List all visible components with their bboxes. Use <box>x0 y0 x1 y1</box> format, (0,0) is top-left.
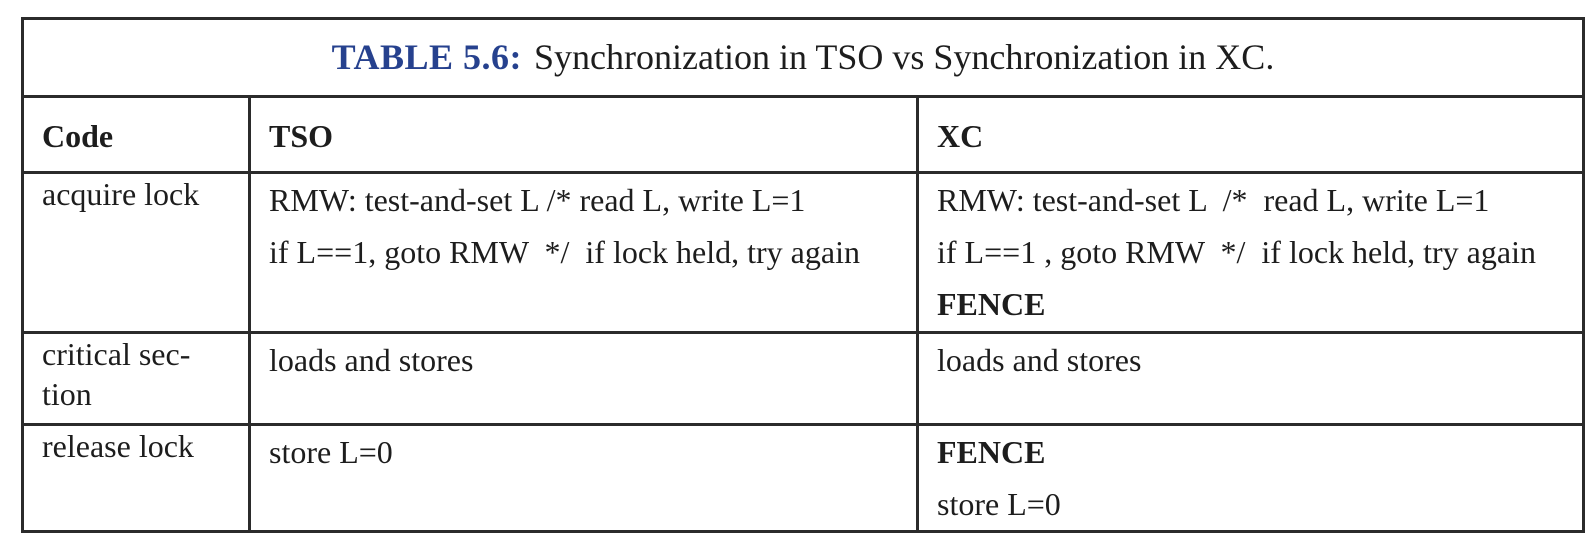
code-line: critical sec- <box>42 336 191 372</box>
fence-line: FENCE <box>937 434 1046 470</box>
code-line: RMW: test-and-set L /* read L, write L=1 <box>937 182 1490 218</box>
row-critical-section: critical sec- tion loads and stores load… <box>21 331 1585 426</box>
code-line: if L==1, goto RMW */ if lock held, try a… <box>269 234 860 270</box>
row-acquire-lock: acquire lock RMW: test-and-set L /* read… <box>21 171 1585 334</box>
cell-acquire-xc: RMW: test-and-set L /* read L, write L=1… <box>916 171 1585 334</box>
code-line: tion <box>42 376 92 412</box>
cell-critical-label: critical sec- tion <box>21 331 251 426</box>
code-line: RMW: test-and-set L /* read L, write L=1 <box>269 182 806 218</box>
cell-acquire-label: acquire lock <box>21 171 251 334</box>
table-header-row: Code TSO XC <box>21 95 1585 174</box>
table-title-row: TABLE 5.6: Synchronization in TSO vs Sync… <box>21 17 1585 98</box>
cell-critical-xc: loads and stores <box>916 331 1585 426</box>
column-header-tso: TSO <box>248 95 919 174</box>
cell-release-xc: FENCE store L=0 <box>916 423 1585 533</box>
table-title-cell: TABLE 5.6: Synchronization in TSO vs Sync… <box>21 17 1585 98</box>
row-release-lock: release lock store L=0 FENCE store L=0 <box>21 423 1585 533</box>
cell-critical-tso: loads and stores <box>248 331 919 426</box>
fence-line: FENCE <box>937 286 1046 322</box>
cell-release-tso: store L=0 <box>248 423 919 533</box>
sync-comparison-table: TABLE 5.6: Synchronization in TSO vs Sync… <box>21 17 1585 533</box>
code-line: store L=0 <box>269 434 393 470</box>
code-line: acquire lock <box>42 176 200 212</box>
table-caption: Synchronization in TSO vs Synchronizatio… <box>534 36 1275 77</box>
code-line: store L=0 <box>937 486 1061 522</box>
code-line: if L==1 , goto RMW */ if lock held, try … <box>937 234 1536 270</box>
code-line: loads and stores <box>937 342 1142 378</box>
cell-release-label: release lock <box>21 423 251 533</box>
column-header-code: Code <box>21 95 251 174</box>
code-line: release lock <box>42 428 194 464</box>
column-header-xc: XC <box>916 95 1585 174</box>
table-number-label: TABLE 5.6: <box>331 36 523 77</box>
cell-acquire-tso: RMW: test-and-set L /* read L, write L=1… <box>248 171 919 334</box>
code-line: loads and stores <box>269 342 474 378</box>
